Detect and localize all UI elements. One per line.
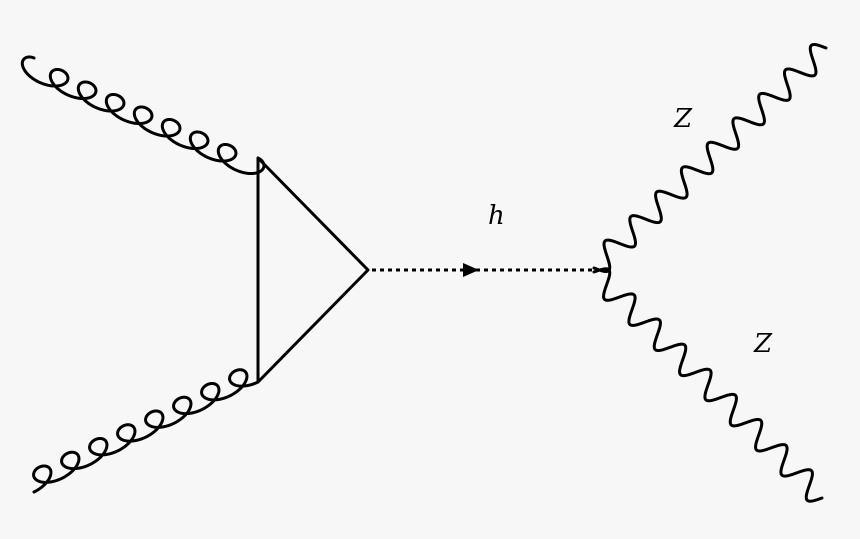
z-boson-line-upper xyxy=(592,43,828,273)
z-upper-label: Z xyxy=(673,104,693,134)
gluon-line-top xyxy=(20,55,266,176)
higgs-arrow-icon xyxy=(463,263,479,277)
z-lower-label: Z xyxy=(753,329,773,359)
gluon-line-bottom xyxy=(32,368,260,494)
z-boson-line-lower xyxy=(592,267,824,503)
triangle-loop xyxy=(256,156,370,384)
higgs-label: h xyxy=(488,201,505,231)
